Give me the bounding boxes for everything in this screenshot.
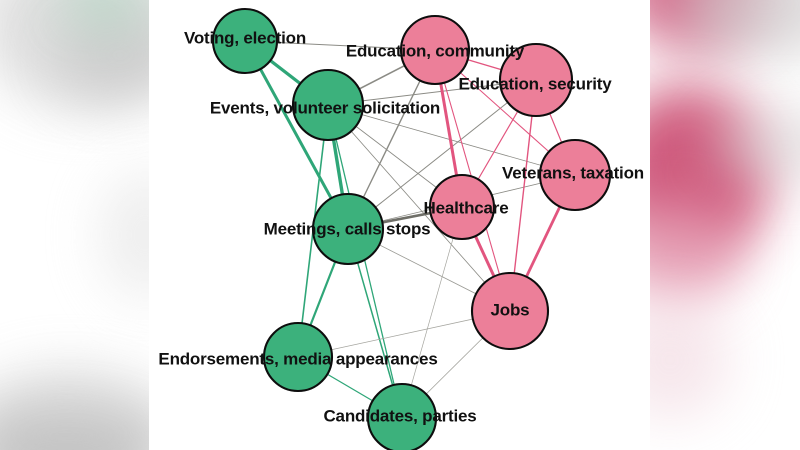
graph-node[interactable] [470, 271, 550, 351]
graph-node[interactable] [399, 14, 471, 86]
graph-node-label: Endorsements, media appearances [158, 349, 438, 369]
graph-node-label: Education, security [458, 74, 612, 94]
graph-node-label: Veterans, taxation [502, 163, 644, 183]
graph-node-label: Meetings, calls stops [263, 219, 431, 239]
graph-node-label: Jobs [490, 300, 530, 320]
graph-node-label: Healthcare [423, 198, 509, 218]
graph-node[interactable] [428, 173, 496, 241]
graph-node[interactable] [211, 7, 279, 75]
background-blur-right [650, 0, 800, 450]
graph-edge [327, 104, 511, 312]
graph-node-label: Events, volunteer solicitation [209, 98, 441, 118]
graph-node[interactable] [538, 138, 612, 212]
graph-node[interactable] [498, 42, 574, 118]
graph-edge [327, 104, 403, 419]
background-blur-left [0, 0, 150, 450]
graph-canvas [211, 7, 612, 450]
graph-node-label: Voting, election [183, 28, 307, 48]
graph-node[interactable] [262, 321, 334, 393]
graph-edge [401, 206, 463, 419]
graph-node[interactable] [366, 382, 438, 450]
node-layer [211, 7, 612, 450]
graph-node-label: Education, community [345, 41, 525, 61]
graph-node-label: Candidates, parties [323, 406, 477, 426]
graph-node[interactable] [291, 68, 365, 142]
graph-node[interactable] [311, 192, 385, 266]
graph-edge [347, 79, 537, 230]
